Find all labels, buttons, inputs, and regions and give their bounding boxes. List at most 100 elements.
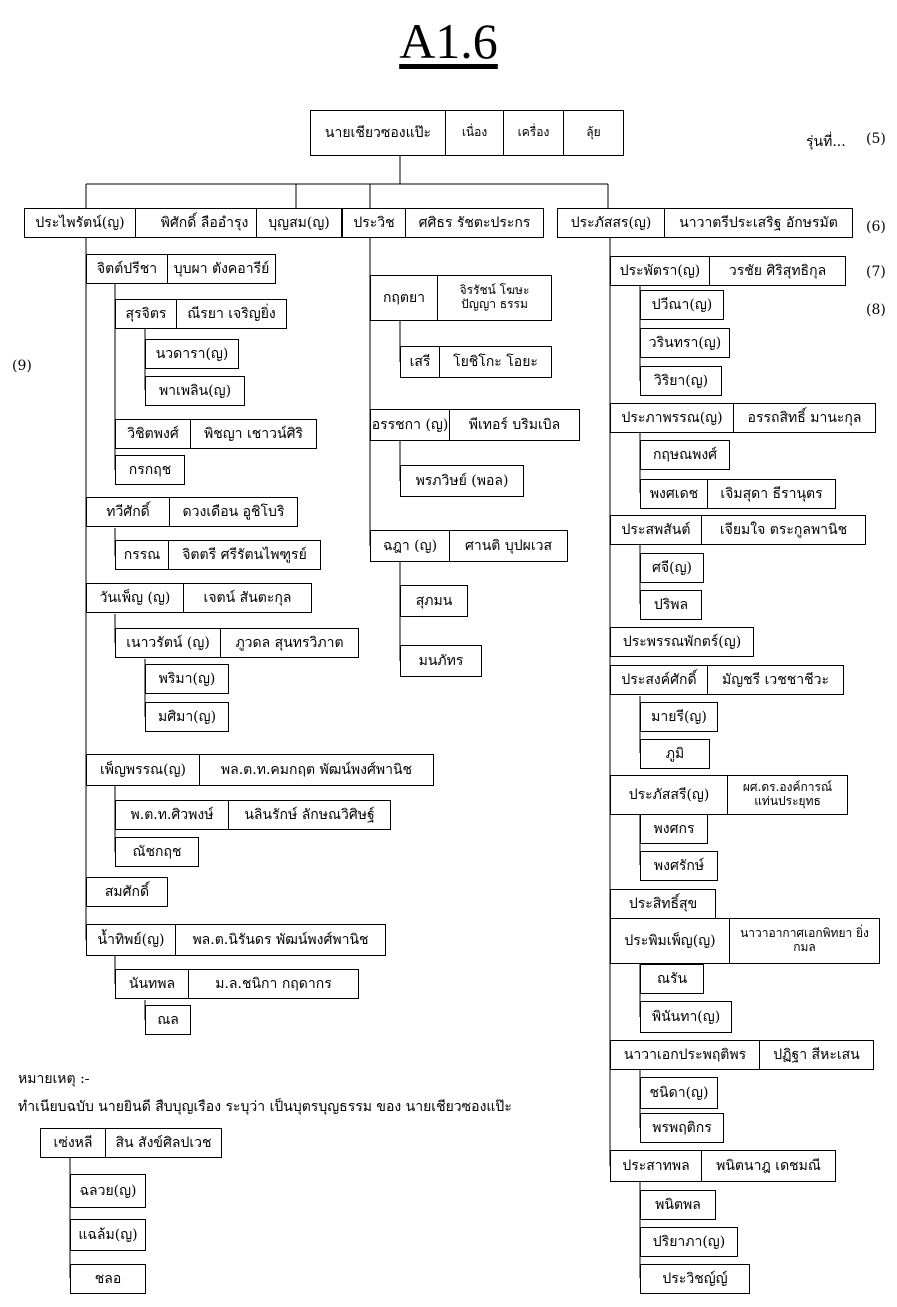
generation-5: (5) (866, 131, 886, 147)
person-name: วิชิตพงศ์ (127, 425, 179, 442)
spouse-name: ปฏิฐา สีหะเสน (759, 1041, 873, 1069)
person-name: สมศักดิ์ (104, 883, 150, 900)
person-name: น้ำทิพย์(ญ) (97, 931, 165, 948)
person-name: สุภมน (415, 592, 453, 609)
person-name: พินันทา(ญ) (651, 1008, 721, 1025)
person-name: วรินทรา(ญ) (648, 334, 722, 351)
person-box-b1: กฤตยาจิรรัชน์ โฆษะปัญญา ธรรม (370, 275, 552, 321)
person-name: สุรจิตร (125, 305, 167, 322)
person-box-n1c: ชลอ (70, 1264, 146, 1294)
person-name: ประพัตรา(ญ) (619, 262, 701, 279)
person-box-d6b: พงศรักษ์ (640, 851, 718, 881)
person-box-d6a: พงศกร (640, 814, 708, 844)
person-box-b2a: พรภวิษย์ (พอล) (400, 465, 524, 497)
person-box-a1c: กรกฤช (115, 455, 185, 485)
person-name: วิริยา(ญ) (653, 372, 709, 389)
person-name: ปริพล (653, 596, 689, 613)
person-box-d7: ประสิทธิ์สุข (610, 889, 716, 919)
person-box-d5: ประสงค์ศักดิ์มัญชรี เวชชาชีวะ (610, 665, 844, 695)
person-box-d1: ประพัตรา(ญ) วรชัย ศิริสุทธิกุล (610, 256, 846, 286)
person-box-n1a: ฉลวย(ญ) (70, 1174, 146, 1208)
person-name: ภูมิ (665, 745, 685, 762)
page-title: A1.6 (399, 13, 498, 69)
person-name: พรพฤติกร (652, 1119, 712, 1136)
person-name: ประไพรัตน์(ญ) (35, 214, 125, 231)
person-name: เพ็ญพรรณ(ญ) (99, 761, 187, 778)
spouse-name: เนื่อง (445, 111, 503, 155)
generation-9: (9) (12, 358, 32, 374)
person-box-a6: น้ำทิพย์(ญ)พล.ต.นิรันดร พัฒน์พงศ์พานิช (86, 924, 386, 956)
generation-label: รุ่นที่... (806, 134, 846, 150)
person-name: ประพรรณพักตร์(ญ) (622, 633, 742, 650)
person-box-a3a2: มศิมา(ญ) (145, 702, 229, 732)
person-name: กฤตยา (382, 289, 426, 306)
person-name: พรภวิษย์ (พอล) (415, 472, 509, 489)
person-box-c4: ประภัสสร(ญ)นาวาตรีประเสริฐ อักษรมัต (557, 208, 853, 238)
person-box-a1a: สุรจิตรณีรยา เจริญยิ่ง (115, 299, 287, 329)
person-box-a1a1: นวดารา(ญ) (145, 339, 239, 369)
spouse-name: สิน สังข์ศิลปเวช (105, 1129, 221, 1157)
person-name: ณรัน (656, 970, 688, 987)
person-box-d3a: ศจี(ญ) (640, 553, 704, 583)
person-box-d10b: ปริยาภา(ญ) (640, 1227, 738, 1257)
person-name: มนภัทร (418, 652, 464, 669)
person-name: นวดารา(ญ) (155, 345, 229, 362)
person-name: ศจี(ญ) (652, 559, 692, 576)
spouse-name: เจิมสุดา ธีรานุตร (707, 480, 835, 508)
person-box-d6: ประภัสสรี(ญ)ผศ.ดร.องค์การณ์ แท่นประยุทธ (610, 775, 848, 815)
person-name: ประสงค์ศักดิ์ (621, 671, 697, 688)
person-box-a2a: กรรณจิตตรี ศรีรัตนไพฑูรย์ (115, 540, 321, 570)
person-box-d10a: พนิตพล (640, 1190, 716, 1220)
person-box-d4: ประพรรณพักตร์(ญ) (610, 627, 754, 657)
person-box-a3a: เนาวรัตน์ (ญ) ภูวดล สุนทรวิภาต (115, 628, 359, 658)
person-name: เซ่งหลี (53, 1134, 93, 1151)
spouse-name: ศานติ บุปผเวส (449, 531, 567, 561)
person-box-d1b: วรินทรา(ญ) (640, 328, 730, 358)
spouse-name: ศศิธร รัชตะประกร (405, 209, 543, 237)
person-name: ประวิชญ์ญ์ (662, 1270, 728, 1287)
person-name: ประสาทพล (622, 1157, 690, 1174)
person-box-d8b: พินันทา(ญ) (640, 1001, 732, 1033)
spouse-name: ภูวดล สุนทรวิภาต (220, 629, 358, 657)
spouse-name: เจียมใจ ตระกูลพานิช (701, 516, 865, 544)
spouse-name: เจตน์ สันตะกุล (183, 584, 311, 612)
person-name: ประภัสสรี(ญ) (628, 786, 710, 803)
person-box-a6a1: ณล (145, 1005, 191, 1035)
spouse-name: ดวงเดือน อูชิโบริ (169, 498, 297, 526)
spouse-name: ลุ้ย (563, 111, 623, 155)
note-heading: หมายเหตุ :- (18, 1071, 90, 1087)
spouse-name: จิตตรี ศรีรัตนไพฑูรย์ (168, 541, 320, 569)
person-box-a5: สมศักดิ์ (86, 877, 168, 907)
person-name: ปริยาภา(ญ) (652, 1233, 726, 1250)
person-name: ประสิทธิ์สุข (628, 895, 698, 912)
person-box-a1: จิตต์ปรีชาบุบผา ตังคอารีย์ (86, 254, 276, 284)
spouse-name: พนิตนาฎ เดชมณี (701, 1151, 835, 1181)
person-box-a3a1: พริมา(ญ) (145, 664, 229, 694)
person-name: นายเชียวซองแป๊ะ (324, 124, 432, 141)
person-box-d9b: พรพฤติกร (640, 1113, 724, 1143)
person-name: พริมา(ญ) (158, 670, 216, 687)
person-name: วันเพ็ญ (ญ) (99, 589, 171, 606)
person-name: กฤษณพงศ์ (652, 446, 718, 463)
spouse-name: วรชัย ศิริสุทธิกุล (709, 257, 845, 285)
person-name: ณล (157, 1011, 179, 1028)
generation-6: (6) (866, 219, 886, 235)
person-box-a1b: วิชิตพงศ์พิชญา เชาวน์ศิริ (115, 419, 317, 449)
person-box-c1: ประไพรัตน์(ญ) พิศักดิ์ ลืออำรุง (24, 208, 274, 238)
person-box-d3: ประสพสันต์ เจียมใจ ตระกูลพานิช (610, 515, 866, 545)
person-name: ชลอ (94, 1270, 122, 1287)
spouse-name: นาวาตรีประเสริฐ อักษรมัต (664, 209, 852, 237)
person-name: ประสพสันต์ (621, 521, 691, 538)
note-text: ทำเนียบฉบับ นายยินดี สืบบุญเรือง ระบุว่า… (18, 1099, 512, 1115)
spouse-name: นลินรักษ์ ลักษณวิศิษฐ์ (228, 801, 390, 829)
spouse-name: พิศักดิ์ ลืออำรุง (135, 209, 273, 237)
spouse-name: พล.ต.ท.คมกฤต พัฒน์พงศ์พานิช (199, 755, 433, 785)
person-name: อรรชกา (ญ) (371, 416, 449, 433)
person-name: แฉล้ม(ญ) (78, 1226, 138, 1243)
person-name: ชนิดา(ญ) (649, 1084, 709, 1101)
person-name: ปวีณา(ญ) (651, 296, 713, 313)
person-box-d8a: ณรัน (640, 964, 704, 994)
person-box-d10c: ประวิชญ์ญ์ (640, 1264, 750, 1294)
person-name: เนาวรัตน์ (ญ) (126, 634, 210, 651)
person-box-c2: บุญสม(ญ) (256, 208, 342, 238)
